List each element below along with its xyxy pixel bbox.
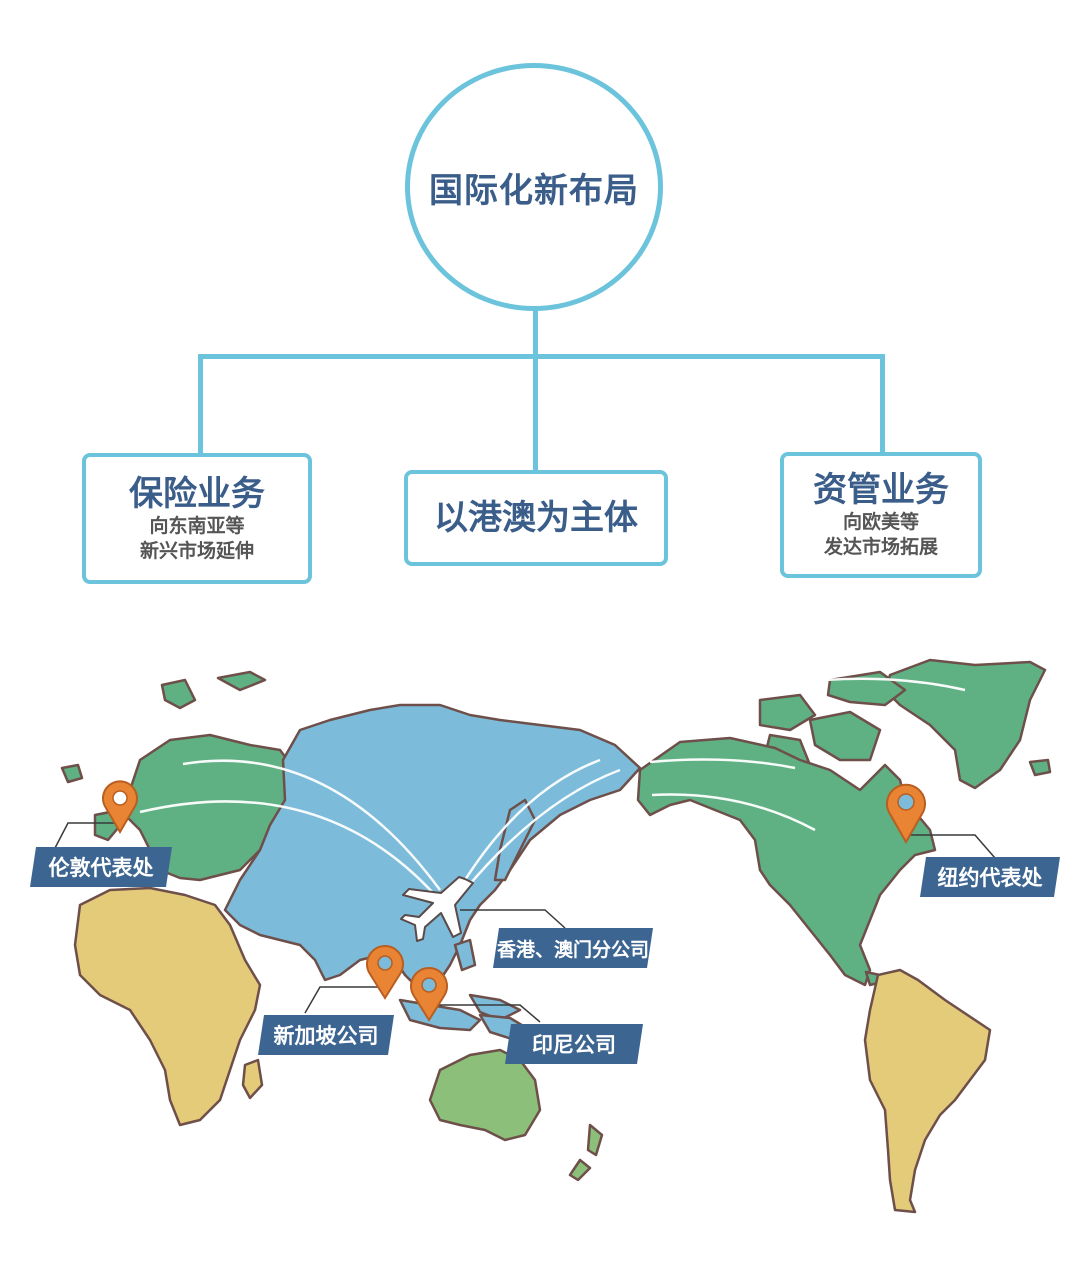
madagascar (241, 1058, 264, 1100)
branch-title: 资管业务 (813, 470, 949, 510)
north-america (636, 736, 937, 987)
location-label-indonesia: 印尼公司 (505, 1024, 643, 1064)
location-label-london: 伦敦代表处 (30, 847, 172, 887)
location-label-new-york: 纽约代表处 (920, 857, 1060, 897)
branch-subtitle: 新兴市场延伸 (139, 539, 254, 562)
branch-insurance: 保险业务 向东南亚等 新兴市场延伸 (82, 453, 312, 584)
australia (428, 1048, 542, 1142)
map-pin-icon[interactable] (364, 942, 406, 1000)
greenland (883, 658, 1047, 790)
branch-hk-macau: 以港澳为主体 (404, 470, 668, 566)
connector-root-vertical (533, 303, 538, 473)
connector-horizontal (198, 354, 885, 359)
world-map (54, 658, 1052, 1214)
new-zealand (568, 1123, 604, 1182)
japan (493, 798, 537, 882)
branch-subtitle: 向欧美等 (842, 511, 919, 533)
ireland-island (60, 763, 84, 784)
branch-title: 保险业务 (129, 473, 265, 514)
south-america (863, 968, 992, 1214)
branch-title: 以港澳为主体 (434, 498, 638, 538)
location-label-hk-macau: 香港、澳门分公司 (493, 928, 653, 968)
location-label-singapore: 新加坡公司 (258, 1015, 394, 1055)
root-node: 国际化新布局 (405, 63, 663, 311)
europe (123, 733, 297, 882)
connector-right-vertical (880, 354, 885, 455)
svalbard (160, 670, 267, 710)
map-pin-icon[interactable] (883, 780, 929, 844)
map-pin-icon[interactable] (408, 964, 450, 1022)
connector-left-vertical (198, 354, 203, 456)
branch-asset-management: 资管业务 向欧美等 发达市场拓展 (780, 452, 982, 578)
branch-subtitle: 发达市场拓展 (823, 536, 938, 558)
branch-subtitle: 向东南亚等 (149, 514, 245, 537)
map-pin-icon[interactable] (100, 778, 140, 834)
canadian-arctic (758, 670, 907, 772)
iceland (1028, 758, 1052, 777)
root-title: 国际化新布局 (429, 170, 639, 211)
africa (73, 886, 262, 1127)
airplane-icon (400, 876, 474, 942)
